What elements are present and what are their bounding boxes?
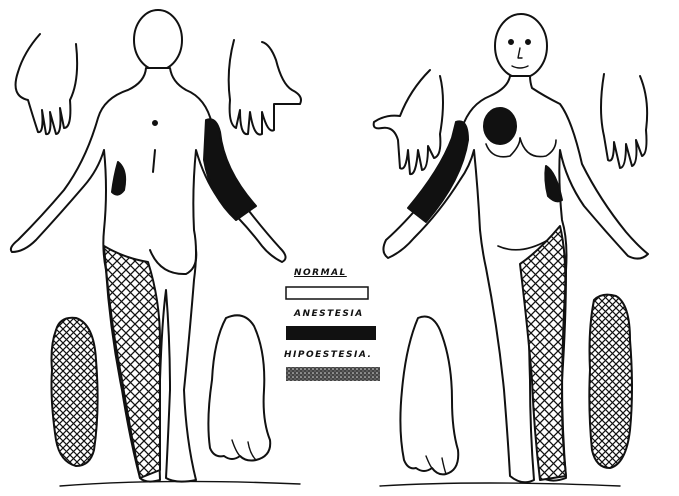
front-left-hand — [374, 70, 443, 174]
legend-swatch-normal — [286, 287, 368, 299]
back-right-hand — [229, 40, 301, 135]
back-left-hand — [16, 34, 78, 134]
back-mark — [153, 121, 157, 125]
legend-label-normal: NORMAL — [294, 268, 347, 278]
legend-swatch-hypoesthesia — [286, 367, 380, 381]
front-left-foot — [400, 317, 458, 475]
front-right-sole — [589, 295, 632, 468]
back-head — [134, 10, 182, 70]
back-right-foot — [208, 315, 270, 460]
front-anesthesia-chest — [484, 108, 516, 144]
back-left-sole — [52, 318, 98, 466]
legend-label-hypoesthesia: HIPOESTESIA. — [284, 350, 372, 360]
front-right-hand — [601, 74, 647, 168]
legend-swatch-anesthesia — [286, 326, 376, 340]
legend — [286, 287, 380, 381]
legend-label-anesthesia: ANESTESIA — [294, 309, 364, 319]
